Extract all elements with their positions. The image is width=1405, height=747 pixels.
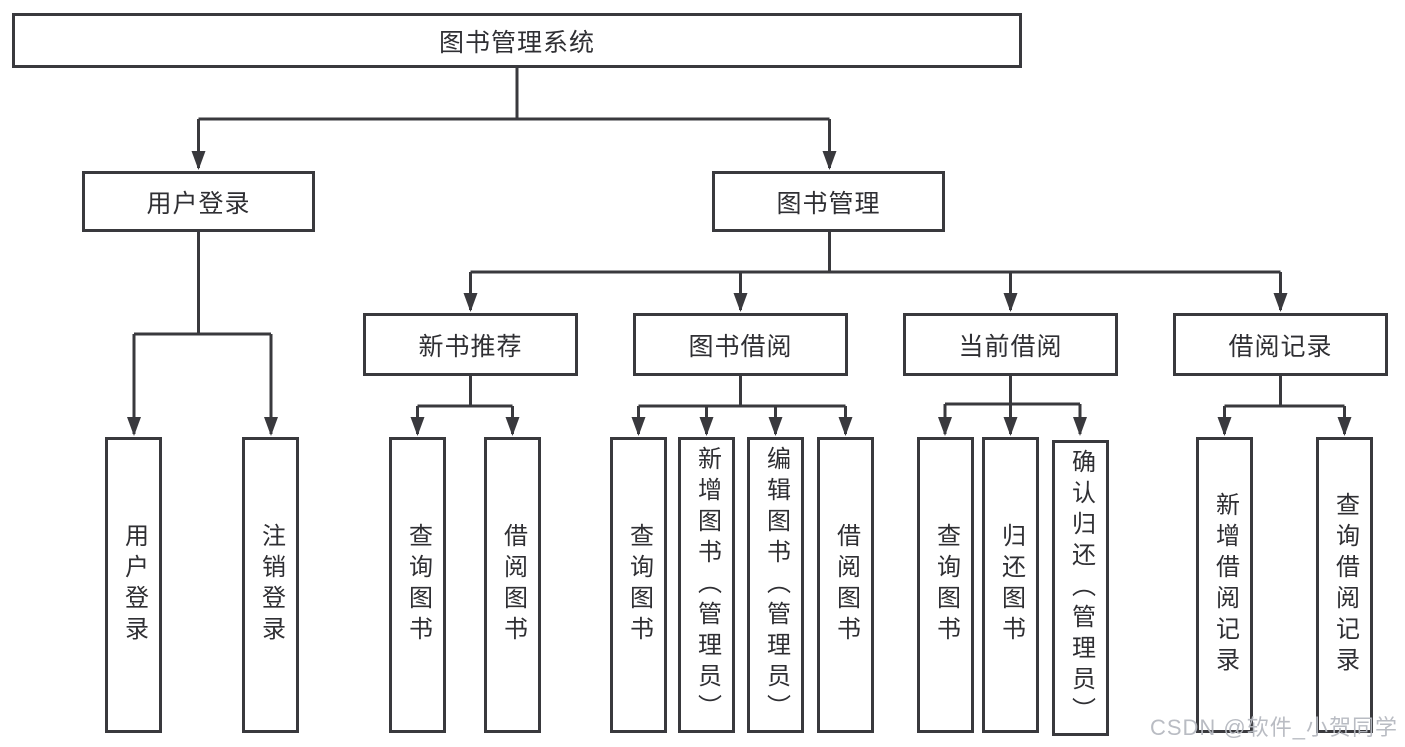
- node-borrow-records-label: 借阅记录: [1228, 332, 1333, 361]
- leaf-user-login: 用户登录: [105, 437, 162, 733]
- leaf-borrow-query-label: 查询图书: [625, 523, 653, 647]
- leaf-logout: 注销登录: [242, 437, 299, 733]
- leaf-borrow-edit: 编辑图书（管理员）: [747, 437, 804, 733]
- leaf-logout-label: 注销登录: [257, 523, 285, 647]
- leaf-records-add: 新增借阅记录: [1196, 437, 1253, 733]
- node-borrow-records: 借阅记录: [1173, 313, 1388, 376]
- node-root-label: 图书管理系统: [438, 28, 595, 57]
- leaf-newbook-query: 查询图书: [389, 437, 446, 733]
- leaf-borrow-lend-label: 借阅图书: [832, 523, 860, 647]
- node-user-login-label: 用户登录: [146, 189, 251, 218]
- node-book-management: 图书管理: [712, 171, 945, 232]
- node-book-borrow-label: 图书借阅: [688, 332, 793, 361]
- leaf-current-return: 归还图书: [982, 437, 1039, 733]
- leaf-records-query: 查询借阅记录: [1316, 437, 1373, 733]
- leaf-newbook-borrow: 借阅图书: [484, 437, 541, 733]
- node-current-borrow: 当前借阅: [903, 313, 1118, 376]
- leaf-records-add-label: 新增借阅记录: [1211, 492, 1239, 678]
- node-book-borrow: 图书借阅: [633, 313, 848, 376]
- leaf-borrow-edit-label: 编辑图书（管理员）: [762, 445, 790, 725]
- leaf-newbook-query-label: 查询图书: [404, 523, 432, 647]
- node-current-borrow-label: 当前借阅: [958, 332, 1063, 361]
- leaf-borrow-lend: 借阅图书: [817, 437, 874, 733]
- leaf-current-query-label: 查询图书: [932, 523, 960, 647]
- leaf-borrow-add: 新增图书（管理员）: [678, 437, 735, 733]
- node-user-login: 用户登录: [82, 171, 315, 232]
- node-new-book-recommend: 新书推荐: [363, 313, 578, 376]
- node-new-book-recommend-label: 新书推荐: [418, 332, 523, 361]
- csdn-watermark: CSDN @软件_小贺同学: [1149, 715, 1398, 740]
- leaf-current-return-label: 归还图书: [997, 523, 1025, 647]
- leaf-records-query-label: 查询借阅记录: [1331, 492, 1359, 678]
- leaf-user-login-label: 用户登录: [120, 523, 148, 647]
- leaf-borrow-query: 查询图书: [610, 437, 667, 733]
- node-root: 图书管理系统: [12, 13, 1022, 68]
- leaf-borrow-add-label: 新增图书（管理员）: [693, 445, 721, 725]
- leaf-newbook-borrow-label: 借阅图书: [499, 523, 527, 647]
- leaf-current-confirm-label: 确认归还（管理员）: [1067, 448, 1095, 728]
- leaf-current-query: 查询图书: [917, 437, 974, 733]
- leaf-current-confirm: 确认归还（管理员）: [1052, 440, 1109, 736]
- node-book-management-label: 图书管理: [776, 189, 881, 218]
